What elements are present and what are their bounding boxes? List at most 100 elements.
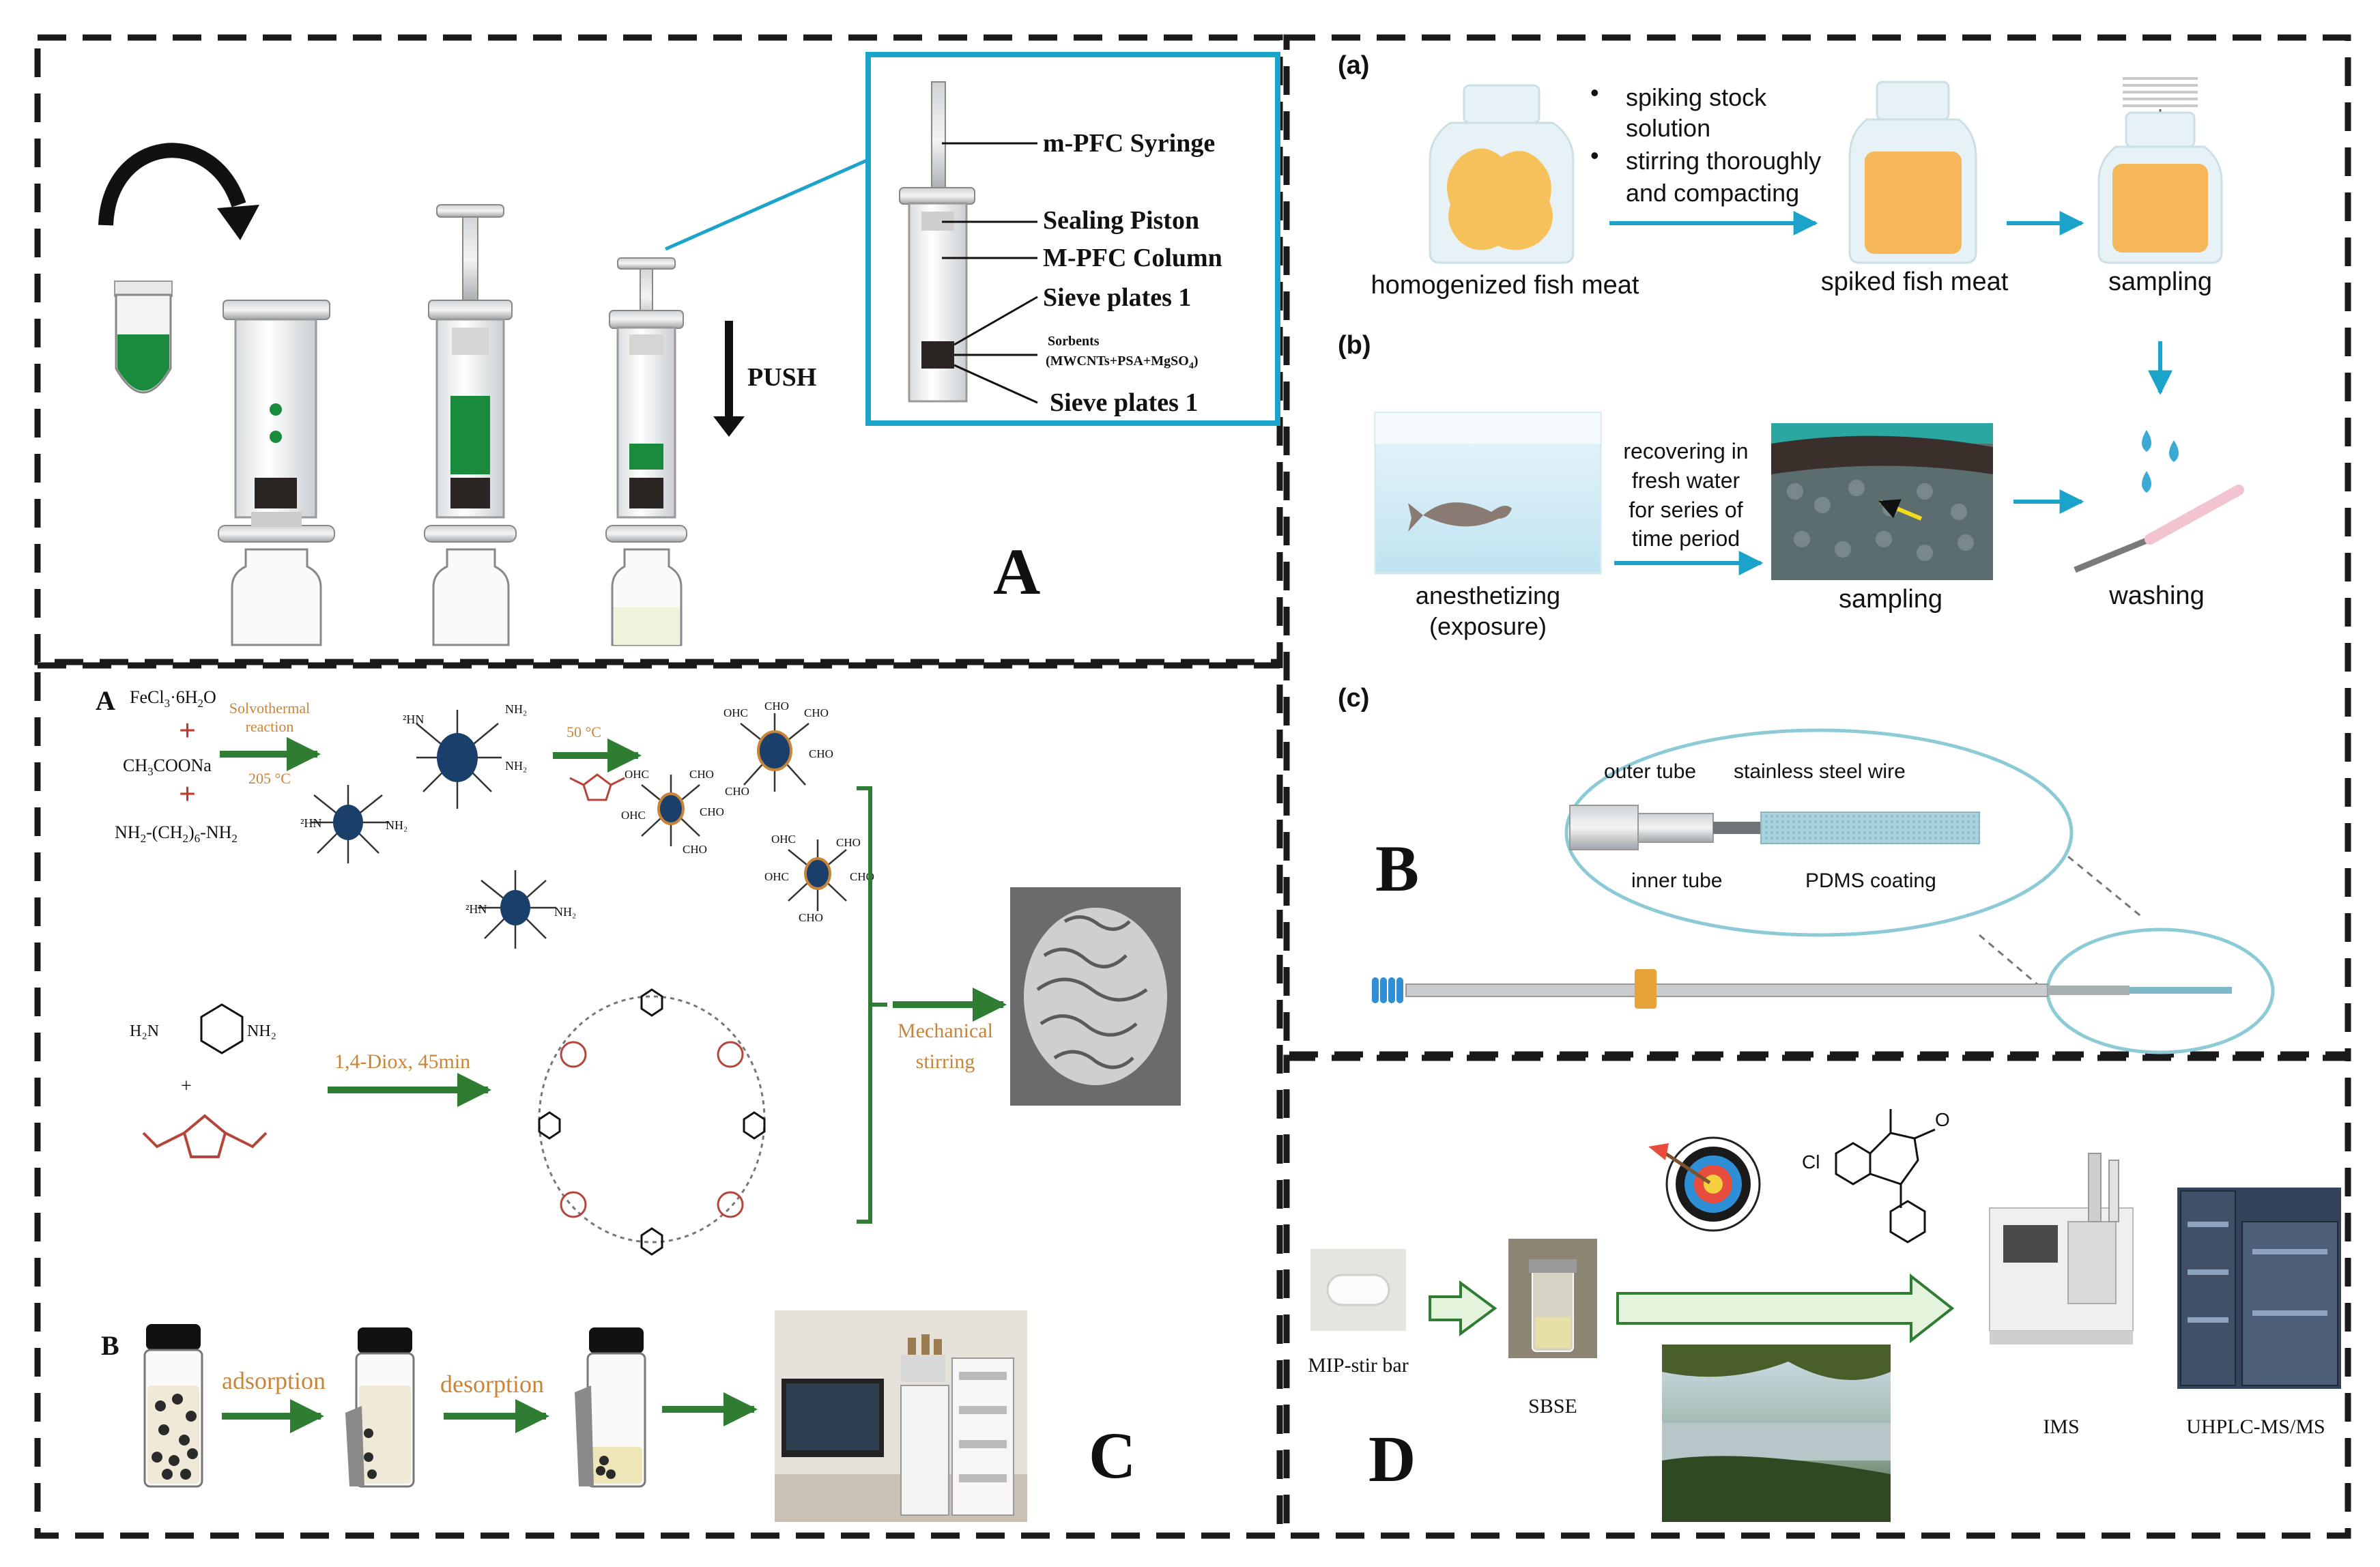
panel-a: PUSH m-PFC Syringe Sealing Piston M-PFC … (98, 52, 1280, 646)
zoomed-syringe (899, 81, 975, 403)
green-tube-icon (114, 281, 173, 394)
svg-text:OHC: OHC (621, 809, 646, 822)
svg-text:spiking stock: spiking stock (1626, 83, 1767, 111)
syringe-3 (605, 257, 687, 646)
panel-label-d: D (1368, 1422, 1416, 1495)
mechanical-stirring-label: Mechanical stirring (898, 1020, 993, 1073)
nanoparticle-nh2-1 (416, 710, 502, 809)
nanoparticle-nh2-3 (478, 870, 556, 949)
imine-macrocycle (538, 988, 766, 1256)
svg-text:fresh water: fresh water (1632, 468, 1740, 493)
arrow-sbse-to-ims (1616, 1273, 1955, 1344)
vial-1 (143, 1324, 203, 1488)
svg-text:reaction: reaction (246, 718, 294, 735)
svg-text:OHC: OHC (764, 870, 789, 883)
svg-text:CHO: CHO (689, 768, 714, 781)
svg-text:CHO: CHO (850, 870, 874, 883)
panel-d: MIP-stir bar SBSE Cl O (1308, 1109, 2341, 1522)
svg-text:+: + (181, 1076, 192, 1097)
reagent-ch3coona: CH3COONa (123, 756, 212, 778)
svg-text:for series of: for series of (1629, 498, 1743, 522)
label-homogenized-fish-meat: homogenized fish meat (1371, 271, 1639, 300)
svg-text:²HN: ²HN (403, 713, 424, 726)
lake-photo (1662, 1345, 1891, 1522)
label-sbse: SBSE (1528, 1395, 1577, 1418)
zoom-callout-labels: m-PFC Syringe Sealing Piston M-PFC Colum… (1043, 129, 1222, 417)
svg-text:•: • (1590, 78, 1599, 106)
push-label: PUSH (747, 363, 816, 392)
label-sealing-piston: Sealing Piston (1043, 206, 1199, 235)
svg-text:CHO: CHO (799, 911, 823, 924)
temp-50c-label: 50 °C (567, 723, 601, 741)
fish-tank (1374, 412, 1602, 575)
syringe-2 (424, 204, 517, 646)
label-ims: IMS (2043, 1415, 2079, 1438)
arrow-mip-to-sbse (1429, 1280, 1497, 1336)
sbse-photo (1508, 1239, 1597, 1358)
sem-image (1010, 887, 1181, 1106)
label-sampling-b: sampling (1839, 585, 1942, 614)
reagent-fecl3: FeCl3·6H2O (130, 687, 216, 710)
washing-droplets-icon (2142, 430, 2179, 493)
label-sorbents-composition: (MWCNTs+PSA+MgSO4) (1046, 354, 1199, 371)
fish-skin-photo (1771, 423, 1993, 580)
mip-stir-bar-photo (1310, 1249, 1406, 1331)
fiber-labels: outer tube stainless steel wire inner tu… (1604, 760, 1936, 892)
furan-dialdehyde-molecule (142, 1114, 268, 1158)
swab-icon (2074, 485, 2244, 573)
nanoparticle-nh2-2 (311, 785, 389, 863)
panel-c: A FeCl3·6H2O + CH3COONa + NH2-(CH2)6-NH2… (96, 685, 1181, 1522)
svg-text:solution: solution (1626, 114, 1710, 142)
ims-instrument-photo (1989, 1153, 2134, 1345)
label-sieve-plates-bottom: Sieve plates 1 (1050, 388, 1198, 417)
svg-text:stainless steel wire: stainless steel wire (1734, 760, 1906, 783)
svg-text:outer tube: outer tube (1604, 760, 1696, 783)
svg-text:OHC: OHC (625, 768, 649, 781)
zoom-connector-line (664, 158, 868, 251)
uhplc-instrument-photo (2177, 1188, 2341, 1389)
svg-text:CHO: CHO (836, 836, 861, 849)
vial-3 (575, 1327, 646, 1488)
syringe-1 (218, 300, 335, 646)
bottle-homogenized (1429, 84, 1575, 264)
panel-c-sub-b: B (101, 1330, 119, 1361)
reagent-diamine: NH2-(CH2)6-NH2 (115, 822, 238, 845)
svg-text:and compacting: and compacting (1626, 179, 1799, 207)
label-mip-stir-bar: MIP-stir bar (1308, 1354, 1408, 1377)
plus-sign-1: + (179, 714, 196, 747)
panel-label-a: A (993, 535, 1040, 608)
target-icon (1648, 1136, 1761, 1232)
label-recovering: recovering in fresh water for series of … (1623, 439, 1748, 551)
label-uhplc: UHPLC-MS/MS (2186, 1415, 2325, 1438)
curved-arrow-head (217, 205, 259, 240)
svg-text:NH₂: NH₂ (247, 1022, 276, 1040)
svg-text:OHC: OHC (723, 706, 748, 719)
svg-text:CHO: CHO (725, 785, 749, 798)
nanoparticle-cho-1 (757, 730, 792, 771)
label-sieve-plates-top: Sieve plates 1 (1043, 283, 1191, 312)
curved-arrow-icon (98, 143, 246, 226)
label-cl: Cl (1802, 1151, 1820, 1173)
svg-text:•: • (1590, 141, 1599, 169)
reagent-list: FeCl3·6H2O + CH3COONa + NH2-(CH2)6-NH2 (115, 687, 238, 845)
svg-text:stirring: stirring (916, 1050, 975, 1073)
svg-text:CHO: CHO (700, 805, 724, 818)
panel-label-c: C (1089, 1419, 1136, 1492)
phenylenediamine-molecule: H₂N NH₂ + (130, 1003, 276, 1097)
label-anesthetizing: anesthetizing (exposure) (1416, 581, 1560, 640)
solvothermal-label: Solvothermal reaction 205 °C (229, 700, 311, 787)
bottle-sampling (2097, 77, 2223, 264)
svg-text:²HN: ²HN (300, 816, 321, 830)
diazepam-structure (1835, 1109, 1936, 1243)
svg-text:OHC: OHC (771, 833, 796, 846)
adsorption-label: adsorption (222, 1367, 326, 1394)
nanoparticle-cho-2 (657, 792, 685, 825)
label-o: O (1935, 1109, 1950, 1130)
panel-d-border (1283, 1054, 2351, 1539)
panel-label-b: B (1375, 832, 1419, 905)
hplc-instrument-photo (775, 1310, 1027, 1522)
